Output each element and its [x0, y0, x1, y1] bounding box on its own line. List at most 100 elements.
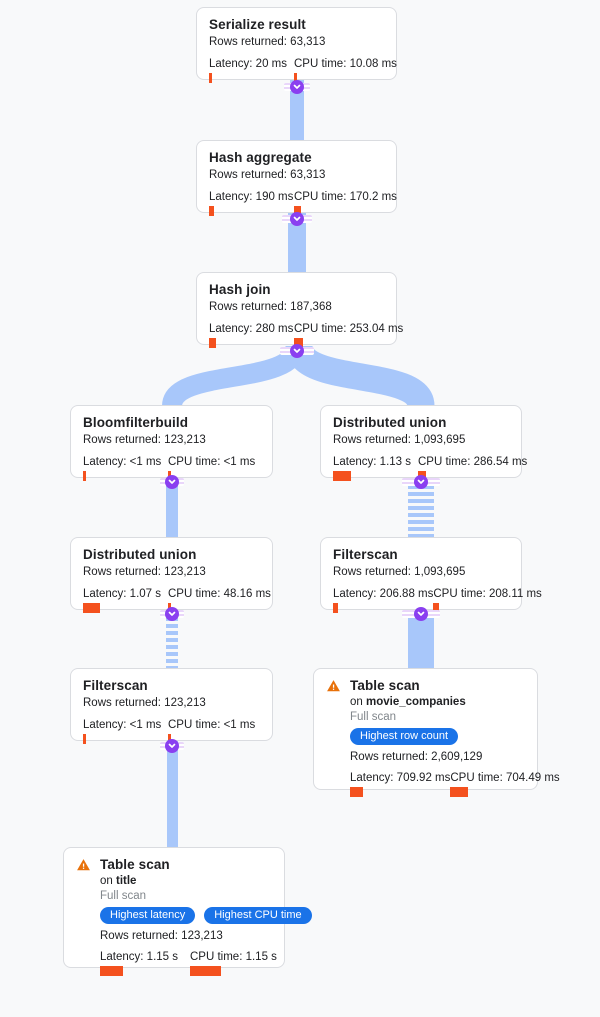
cpu-time-label: CPU time: <1 ms: [168, 456, 256, 468]
chevron-down-icon: [168, 479, 176, 484]
rows-returned: Rows returned: 123,213: [83, 566, 206, 578]
node-title: Bloomfilterbuild: [83, 415, 189, 430]
plan-node-table-scan-movie-companies[interactable]: Table scan on movie_companies Full scan …: [313, 668, 560, 797]
latency-bar: [209, 206, 214, 216]
latency-label: Latency: 190 ms: [209, 191, 294, 203]
cpu-time-label: CPU time: <1 ms: [168, 719, 256, 731]
latency-bar: [350, 787, 363, 797]
scan-type-label: Full scan: [100, 890, 147, 902]
cpu-time-bar: [294, 73, 297, 83]
cpu-time-label: CPU time: 1.15 s: [190, 951, 277, 963]
highest-latency-badge: Highest latency: [100, 907, 196, 924]
latency-bar: [100, 966, 123, 976]
cpu-time-label: CPU time: 704.49 ms: [450, 772, 560, 784]
cpu-time-bar: [294, 338, 303, 348]
plan-node-filterscan-left[interactable]: Filterscan Rows returned: 123,213 Latenc…: [70, 668, 273, 744]
node-title: Hash aggregate: [209, 150, 312, 165]
cpu-time-bar: [433, 603, 440, 613]
latency-label: Latency: <1 ms: [83, 719, 162, 731]
cpu-time-label: CPU time: 48.16 ms: [168, 588, 271, 600]
rows-returned: Rows returned: 123,213: [100, 930, 223, 942]
chevron-down-icon: [293, 84, 301, 89]
node-title: Table scan: [350, 678, 420, 693]
latency-label: Latency: 1.13 s: [333, 456, 411, 468]
edge-filterscan-to-table-scan-left: [167, 741, 178, 847]
node-title: Distributed union: [333, 415, 447, 430]
latency-label: Latency: <1 ms: [83, 456, 162, 468]
edge-hash-join-to-distributed-union: [285, 343, 435, 409]
cpu-time-label: CPU time: 253.04 ms: [294, 323, 404, 335]
latency-bar: [333, 603, 338, 613]
latency-bar: [83, 471, 86, 481]
plan-node-distributed-union-left[interactable]: Distributed union Rows returned: 123,213…: [70, 537, 273, 613]
latency-label: Latency: 206.88 ms: [333, 588, 434, 600]
cpu-time-label: CPU time: 208.11 ms: [433, 588, 542, 600]
cpu-time-label: CPU time: 170.2 ms: [294, 191, 397, 203]
warning-icon: [77, 858, 90, 870]
edge-serialize-to-hash-aggregate: [290, 80, 304, 140]
plan-node-hash-join[interactable]: Hash join Rows returned: 187,368 Latency…: [196, 272, 403, 348]
chevron-down-icon: [168, 743, 176, 748]
plan-node-bloomfilterbuild[interactable]: Bloomfilterbuild Rows returned: 123,213 …: [70, 405, 273, 481]
edge-distributed-union-to-filterscan-left: [166, 610, 178, 668]
cpu-time-bar: [190, 966, 221, 976]
chevron-down-icon: [168, 611, 176, 616]
scan-target: on movie_companies: [350, 696, 466, 708]
collapse-chevron-button[interactable]: [290, 344, 304, 358]
cpu-time-label: CPU time: 286.54 ms: [418, 456, 528, 468]
chevron-down-icon: [293, 348, 301, 353]
rows-returned: Rows returned: 1,093,695: [333, 434, 466, 446]
latency-label: Latency: 1.15 s: [100, 951, 178, 963]
latency-label: Latency: 280 ms: [209, 323, 294, 335]
latency-bar: [333, 471, 351, 481]
rows-returned: Rows returned: 1,093,695: [333, 566, 466, 578]
plan-node-distributed-union-right[interactable]: Distributed union Rows returned: 1,093,6…: [320, 405, 527, 481]
rows-returned: Rows returned: 63,313: [209, 169, 326, 181]
collapse-chevron-button[interactable]: [165, 739, 179, 753]
plan-node-hash-aggregate[interactable]: Hash aggregate Rows returned: 63,313 Lat…: [196, 140, 397, 216]
latency-bar: [209, 338, 216, 348]
node-title: Hash join: [209, 282, 271, 297]
warning-icon: [327, 679, 340, 691]
latency-bar: [83, 734, 86, 744]
highest-cpu-time-badge: Highest CPU time: [204, 907, 312, 924]
plan-node-table-scan-title[interactable]: Table scan on title Full scan Highest la…: [63, 847, 312, 976]
latency-label: Latency: 1.07 s: [83, 588, 161, 600]
cpu-time-label: CPU time: 10.08 ms: [294, 58, 397, 70]
plan-node-serialize-result[interactable]: Serialize result Rows returned: 63,313 L…: [196, 7, 397, 83]
rows-returned: Rows returned: 123,213: [83, 697, 206, 709]
table-name: title: [116, 875, 137, 887]
latency-bar: [83, 603, 100, 613]
latency-bar: [209, 73, 212, 83]
chevron-down-icon: [417, 479, 425, 484]
collapse-chevron-button[interactable]: [290, 212, 304, 226]
edge-bloomfilterbuild-to-distributed-union: [166, 478, 178, 537]
table-name: movie_companies: [366, 696, 466, 708]
collapse-chevron-button[interactable]: [290, 80, 304, 94]
cpu-time-bar: [450, 787, 469, 797]
node-title: Filterscan: [333, 547, 398, 562]
collapse-chevron-button[interactable]: [414, 475, 428, 489]
chevron-down-icon: [293, 216, 301, 221]
scan-target: on title: [100, 875, 137, 887]
scan-type-label: Full scan: [350, 711, 397, 723]
node-title: Distributed union: [83, 547, 197, 562]
node-title: Filterscan: [83, 678, 148, 693]
edge-hash-join-to-bloomfilterbuild: [162, 343, 306, 409]
highest-row-count-badge: Highest row count: [350, 728, 459, 745]
rows-returned: Rows returned: 123,213: [83, 434, 206, 446]
rows-returned: Rows returned: 2,609,129: [350, 751, 483, 763]
chevron-down-icon: [417, 611, 425, 616]
node-title: Table scan: [100, 857, 170, 872]
rows-returned: Rows returned: 187,368: [209, 301, 332, 313]
collapse-chevron-button[interactable]: [414, 607, 428, 621]
collapse-chevron-button[interactable]: [165, 475, 179, 489]
latency-label: Latency: 20 ms: [209, 58, 287, 70]
collapse-chevron-button[interactable]: [165, 607, 179, 621]
rows-returned: Rows returned: 63,313: [209, 36, 326, 48]
edge-hash-aggregate-to-hash-join: [288, 213, 306, 272]
node-title: Serialize result: [209, 17, 306, 32]
plan-node-filterscan-right[interactable]: Filterscan Rows returned: 1,093,695 Late…: [320, 537, 542, 613]
